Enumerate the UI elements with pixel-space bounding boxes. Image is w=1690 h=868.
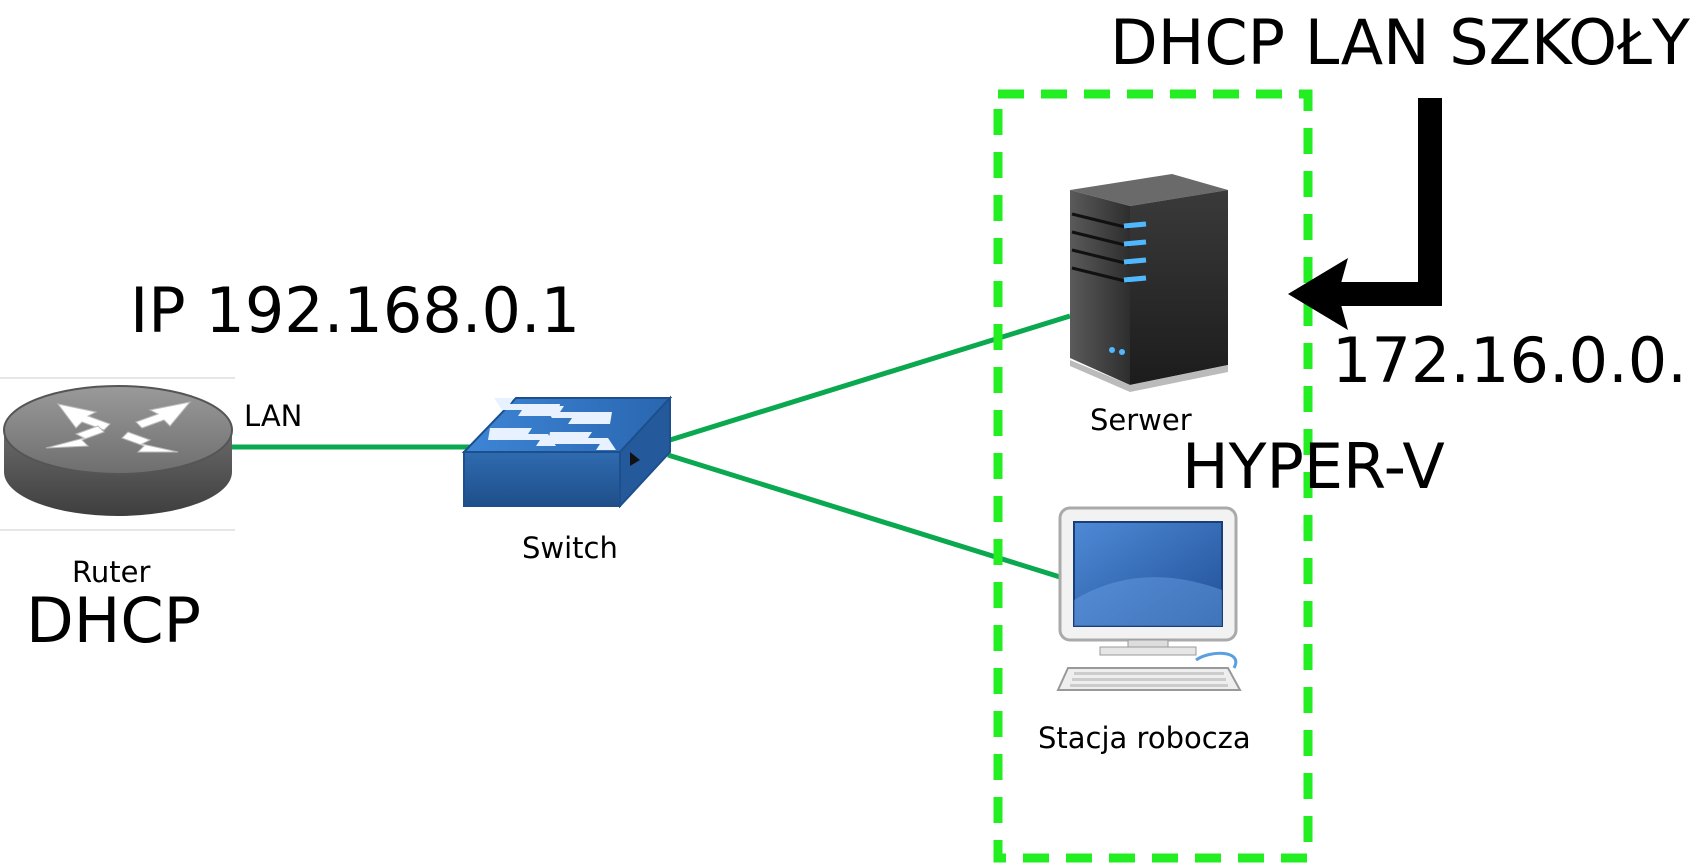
server-label: Serwer [1090, 403, 1192, 437]
switch-icon [461, 395, 673, 509]
network-address-label: 172.16.0.0. [1332, 324, 1687, 397]
switch-label: Switch [522, 531, 618, 565]
lan-port-label: LAN [244, 399, 303, 433]
dhcp-lan-szkoly-label: DHCP LAN SZKOŁY [1110, 6, 1690, 79]
link-switch-server [669, 313, 1071, 443]
server-icon [1070, 174, 1228, 392]
workstation-label: Stacja robocza [1038, 721, 1251, 755]
arrow-icon [1288, 98, 1442, 330]
router-icon [0, 377, 235, 531]
router-dhcp-label: DHCP [26, 584, 202, 657]
router-label: Ruter [72, 555, 151, 589]
desktop-computer-icon [1056, 506, 1242, 691]
router-ip-label: IP 192.168.0.1 [130, 274, 581, 347]
hyperv-boundary [993, 89, 1313, 863]
hyper-v-label: HYPER-V [1182, 430, 1445, 503]
